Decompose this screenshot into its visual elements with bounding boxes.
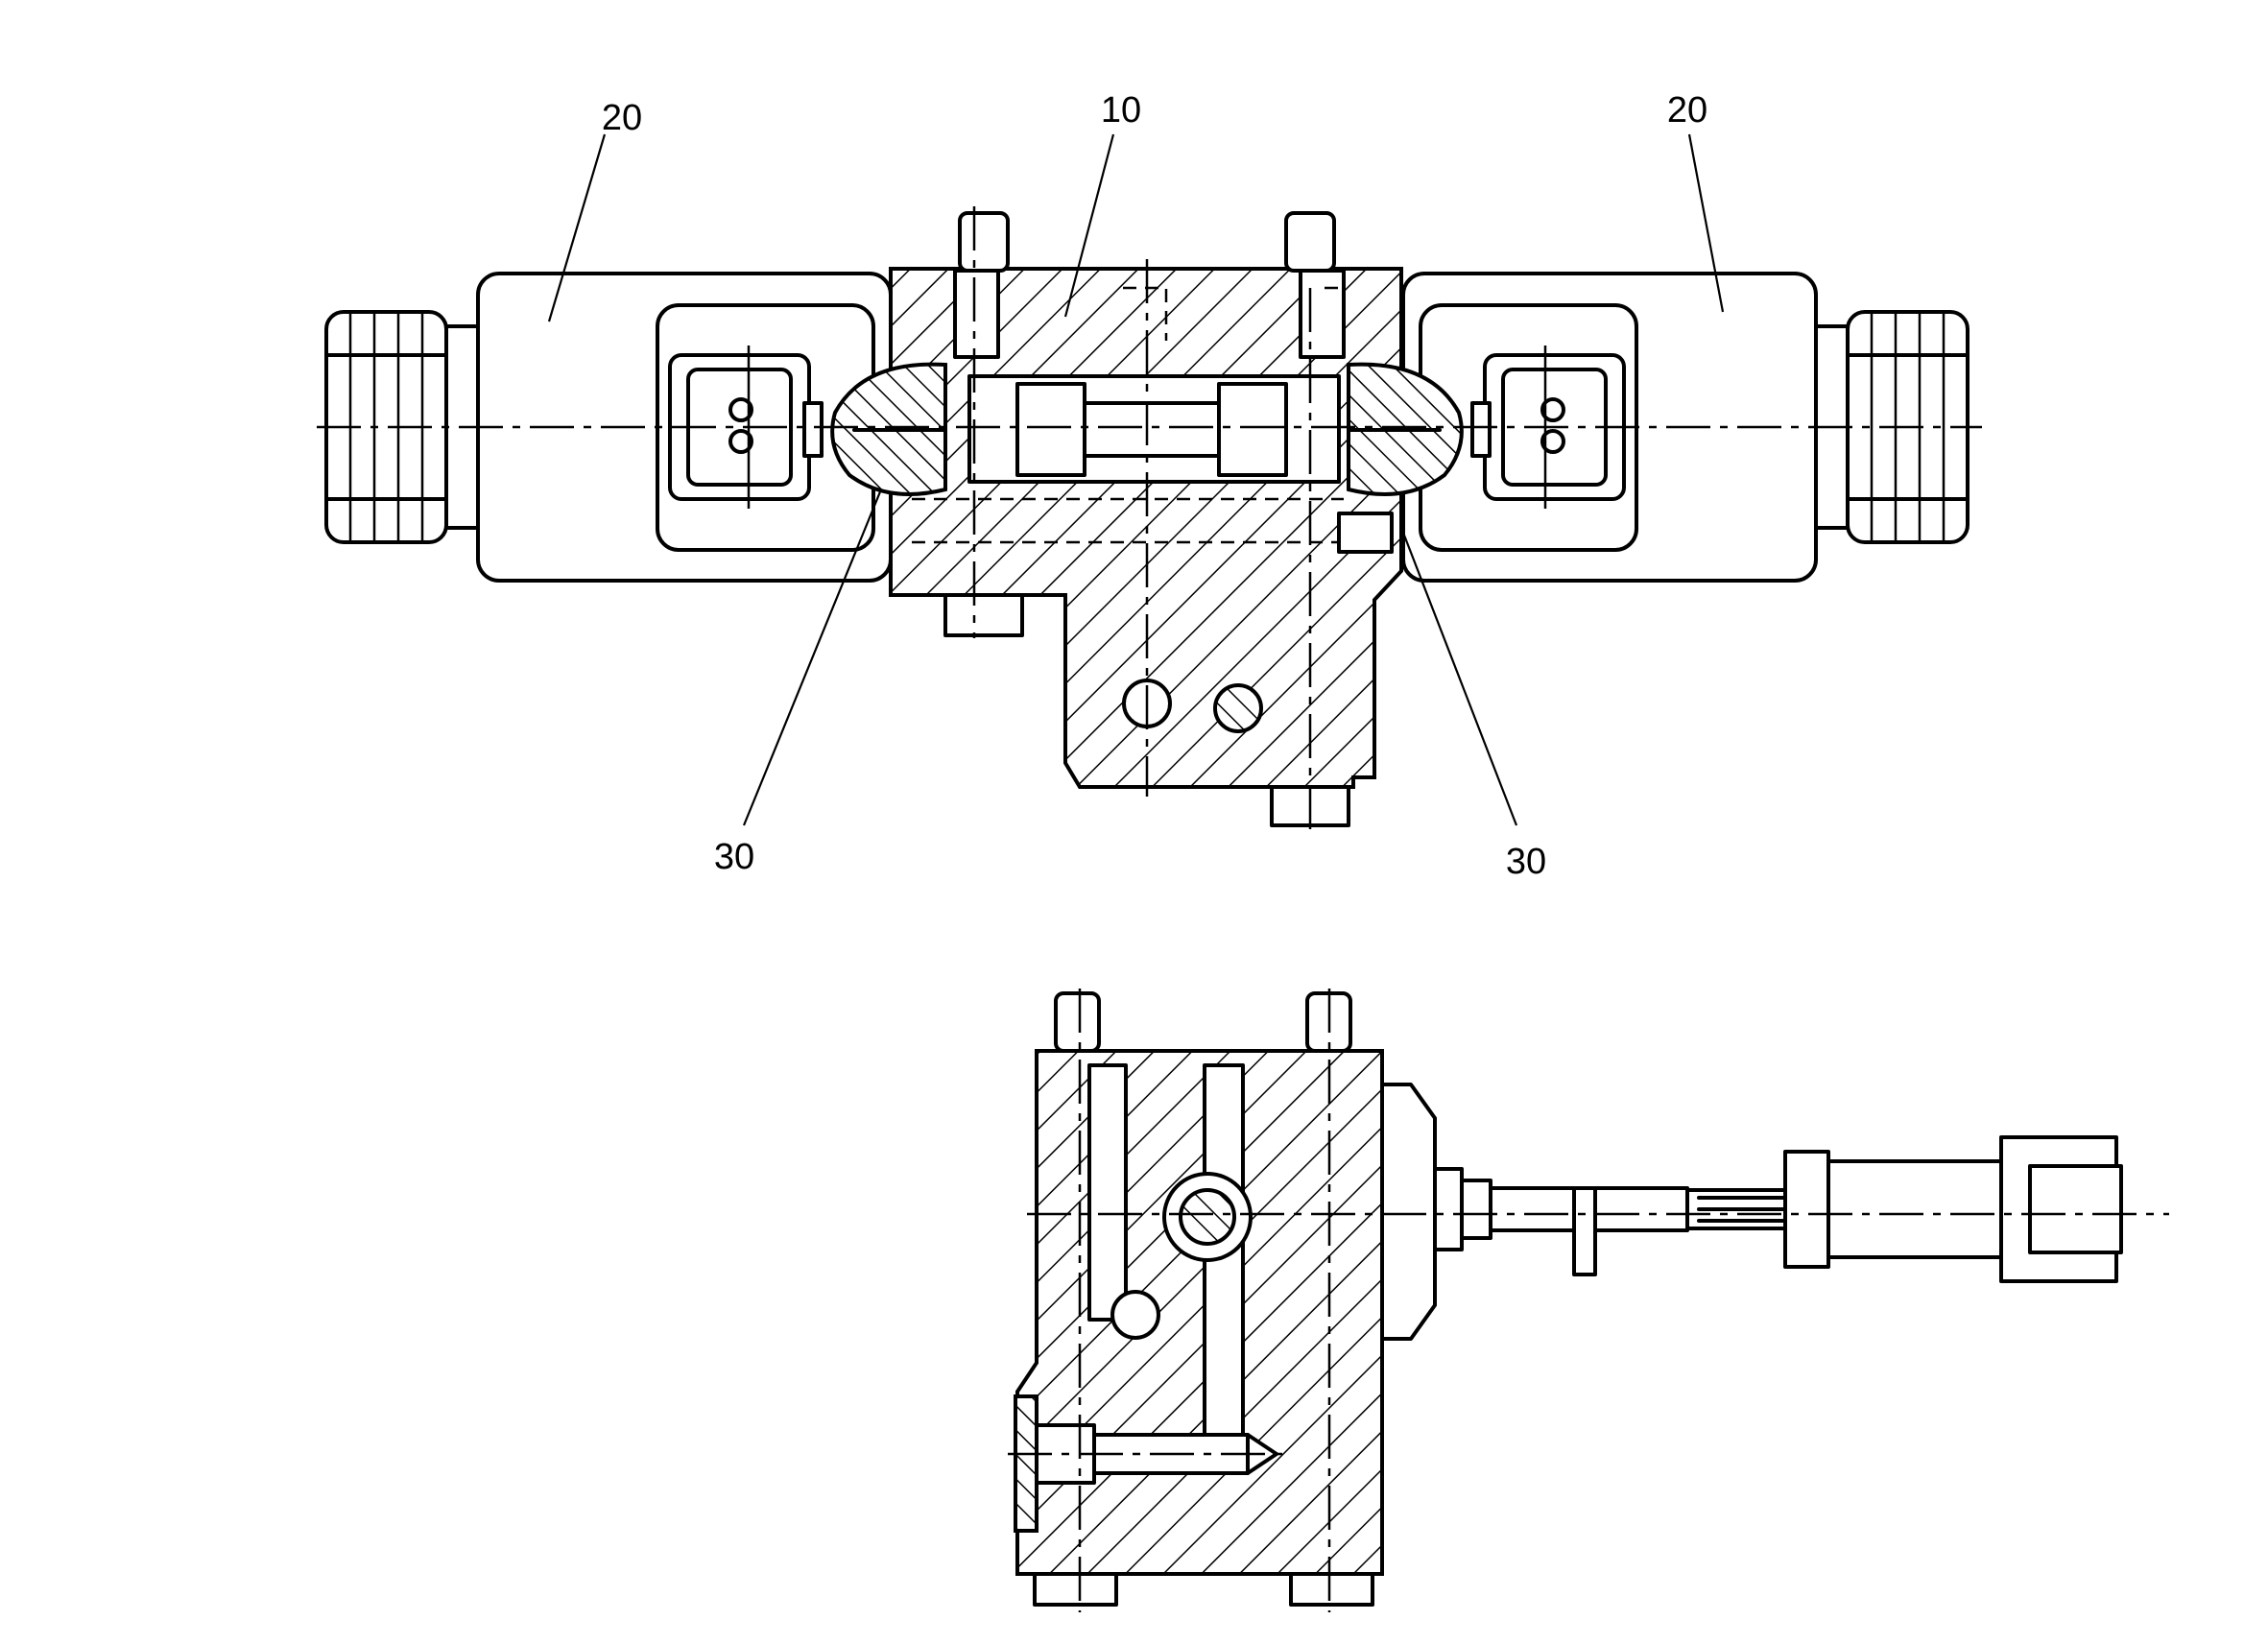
right-seal: [1337, 362, 1464, 554]
label-solenoid-right: 20: [1667, 90, 1707, 131]
label-valve-body: 10: [1101, 90, 1141, 131]
top-view: [317, 133, 1982, 835]
left-seal: [830, 362, 947, 496]
label-seal-right: 30: [1506, 842, 1546, 882]
label-solenoid-left: 20: [602, 98, 642, 138]
bottom-view: [1008, 989, 2169, 1612]
label-seal-left: 30: [714, 837, 754, 877]
valve-body: [889, 211, 1403, 827]
